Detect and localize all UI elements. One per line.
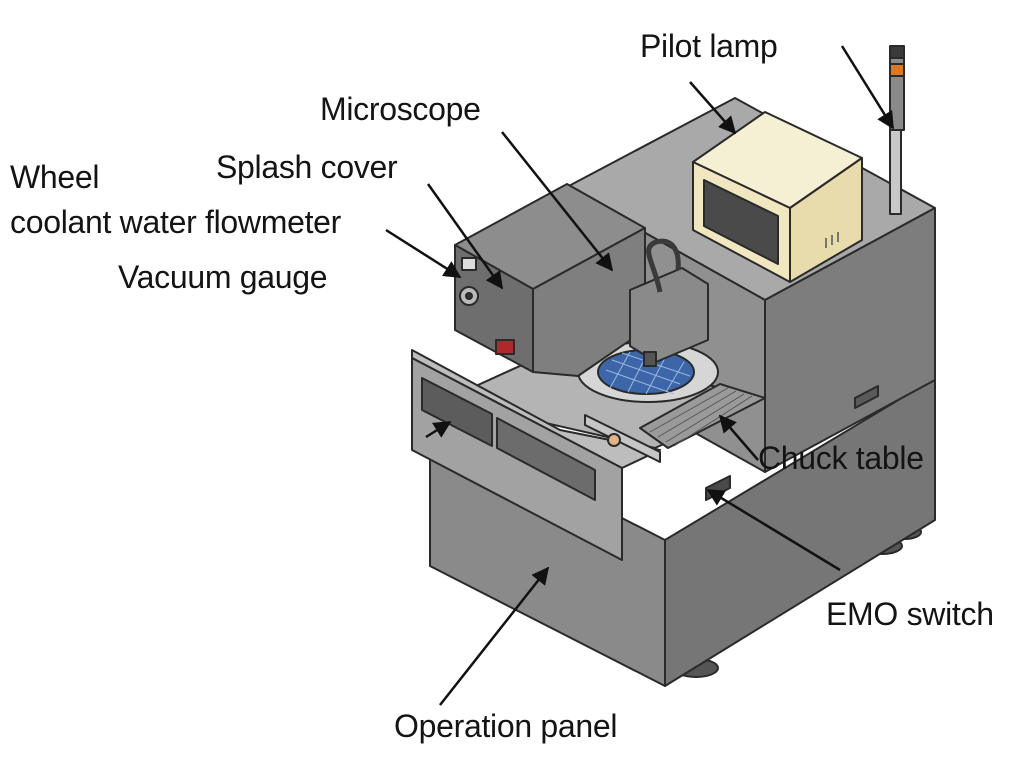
vacuum-gauge-center bbox=[465, 292, 473, 300]
pilot-lamp-orange bbox=[889, 63, 905, 77]
microscope-leader bbox=[501, 131, 614, 272]
front-shelf-top bbox=[411, 349, 661, 469]
shelf-button bbox=[607, 433, 621, 447]
pilot-lamp-pole-leader bbox=[840, 45, 895, 130]
coolant-flowmeter-label: coolant water flowmeter bbox=[10, 204, 342, 240]
pilot-lamp-cap bbox=[889, 45, 905, 59]
flowmeter-window bbox=[461, 257, 477, 271]
monitor-vents bbox=[825, 232, 839, 248]
chuck-table-label: Chuck table bbox=[758, 440, 924, 476]
side-vent bbox=[854, 385, 879, 409]
emo-switch-label: EMO switch bbox=[826, 596, 994, 632]
splash-cover-label: Splash cover bbox=[216, 149, 398, 185]
pilot-lamp-body bbox=[889, 47, 905, 131]
shelf-panel bbox=[584, 414, 661, 463]
machine-illustration bbox=[411, 45, 936, 687]
leader-lines bbox=[385, 45, 895, 706]
front-slot bbox=[496, 417, 596, 501]
wheel-label: Wheel bbox=[10, 159, 100, 195]
bellows-ridges bbox=[649, 387, 753, 447]
pilot-lamp-leader bbox=[689, 81, 737, 135]
microscope-cable bbox=[646, 238, 681, 293]
monitor-screen bbox=[703, 179, 779, 265]
splash-cover-leader bbox=[426, 183, 504, 290]
microscope-head bbox=[629, 267, 709, 363]
microscope-label: Microscope bbox=[320, 91, 481, 127]
front-opening bbox=[421, 377, 493, 447]
microscope-lens bbox=[643, 351, 657, 367]
emo-switch-leader bbox=[706, 488, 841, 572]
front-opening-leader bbox=[425, 420, 452, 439]
operation-panel-leader bbox=[439, 566, 550, 706]
pilot-lamp-pole bbox=[889, 129, 902, 215]
vacuum-gauge-label: Vacuum gauge bbox=[118, 259, 328, 295]
pilot-lamp-label: Pilot lamp bbox=[640, 28, 778, 64]
red-indicator bbox=[495, 339, 515, 355]
flowmeter-leader bbox=[385, 228, 462, 279]
cabinet-side bbox=[664, 377, 936, 687]
splash-cover-side bbox=[532, 227, 646, 377]
operation-panel-label: Operation panel bbox=[394, 708, 618, 744]
chuck-table-leader bbox=[718, 414, 759, 461]
